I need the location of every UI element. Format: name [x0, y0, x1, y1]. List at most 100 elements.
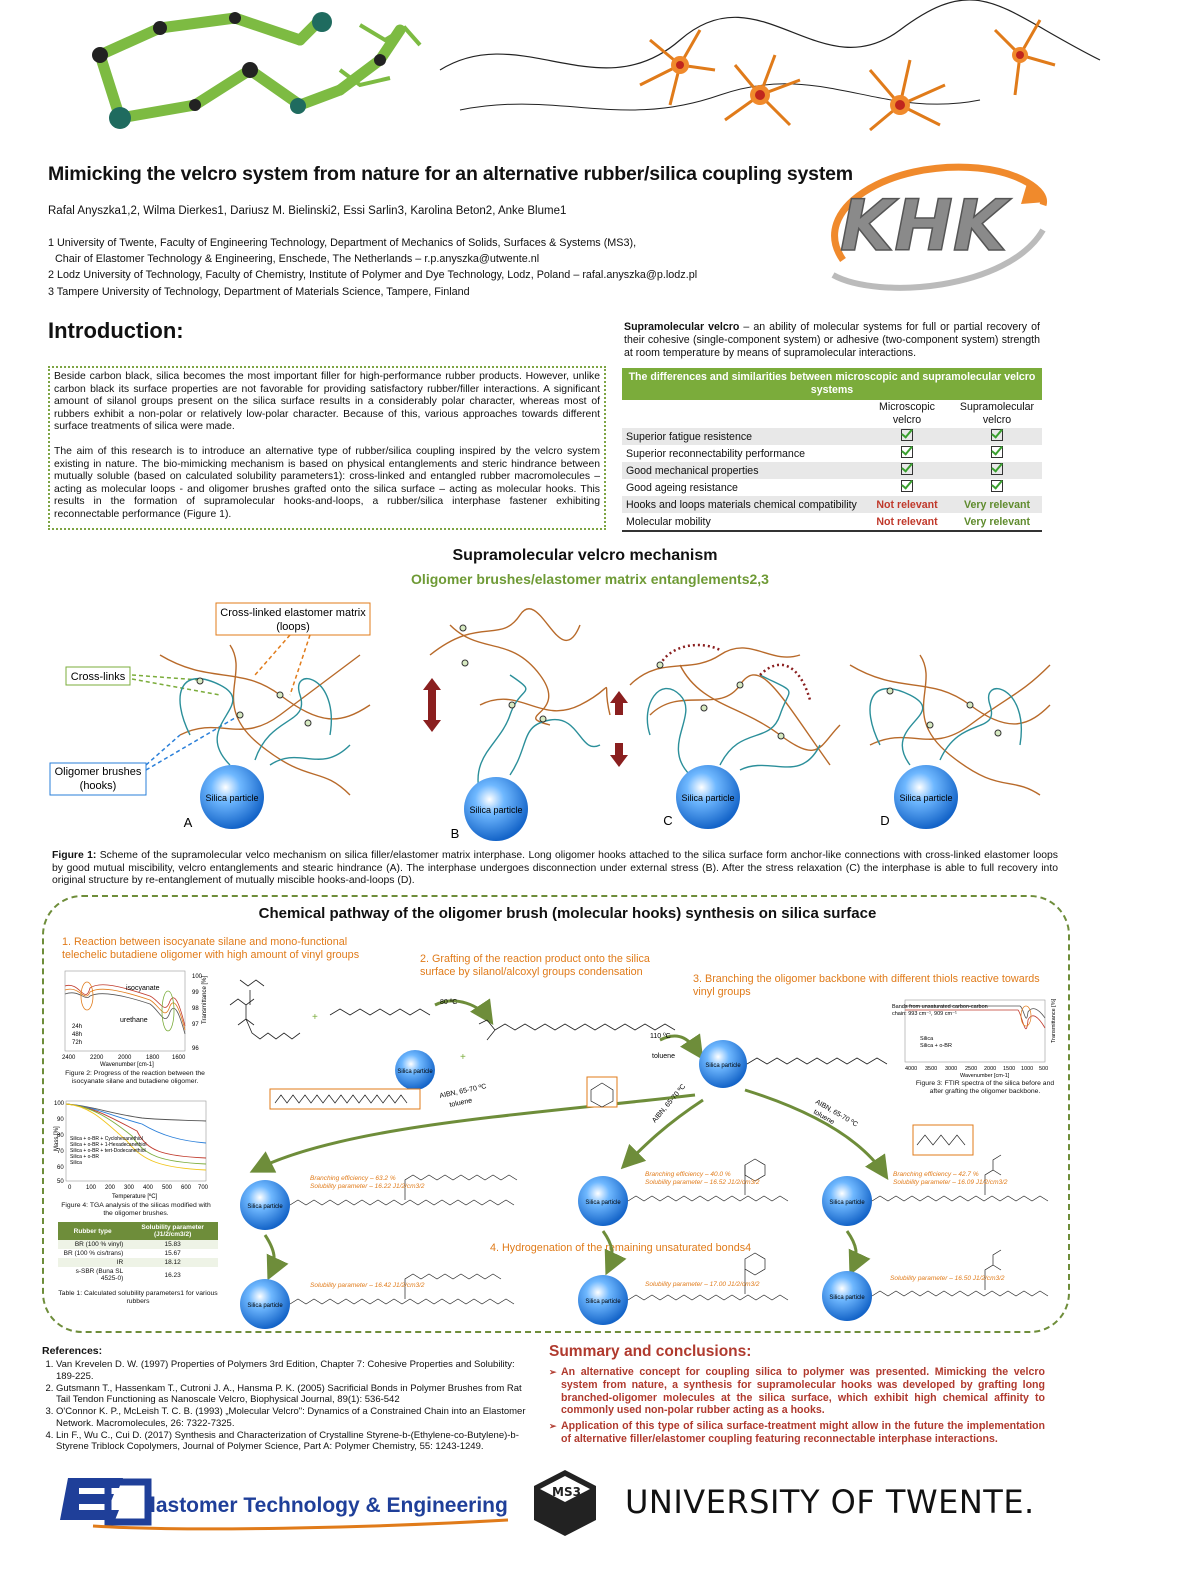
fig2-tick: 1800 — [146, 1055, 160, 1061]
particle-label: Silica particle — [585, 1299, 621, 1305]
fig2-tick: 100 — [192, 974, 203, 980]
fig2-legend-24h: 24h — [72, 1024, 82, 1030]
fig4-legend: Silica + o-BR + tert-Dodecanethiol — [70, 1148, 146, 1154]
label-brushes: Oligomer brushes — [55, 766, 142, 778]
affiliation-3: 3 Tampere University of Technology, Depa… — [48, 285, 470, 298]
fig2-legend-72h: 72h — [72, 1040, 82, 1046]
row-label: Superior reconnectability performance — [622, 445, 862, 462]
fig4-tick: 200 — [105, 1185, 116, 1191]
references: References: Van Krevelen D. W. (1997) Pr… — [42, 1345, 532, 1454]
fig4-tick: 300 — [124, 1185, 135, 1191]
summary: An alternative concept for coupling sili… — [549, 1366, 1045, 1449]
figure-2-caption: Figure 2: Progress of the reaction betwe… — [65, 1070, 205, 1085]
particle-label: Silica particle — [397, 1069, 433, 1075]
fig3-tick: 2500 — [965, 1066, 977, 1072]
summary-item: Application of this type of silica surfa… — [549, 1420, 1045, 1446]
fig4-legend: Silica + o-BR — [70, 1154, 99, 1160]
panel-label-c: C — [663, 813, 672, 828]
branch-efficiency-2: Branching efficiency – 40.0 % — [645, 1171, 731, 1178]
table-row: BR (100 % cis/trans)15.67 — [58, 1249, 218, 1258]
cell-supra: Very relevant — [952, 513, 1042, 532]
reference-item: O'Connor K. P., McLeish T. C. B. (1993) … — [56, 1406, 532, 1429]
fig4-tick: 70 — [57, 1149, 64, 1155]
checkbox-icon — [901, 480, 913, 492]
table-row: BR (100 % vinyl)15.83 — [58, 1240, 218, 1249]
solubility-3: Solubility parameter – 16.09 J1/2/cm3/2 — [893, 1179, 1008, 1186]
fig4-xlabel: Temperature [ºC] — [112, 1193, 158, 1200]
row-label: Superior fatigue resistence — [622, 428, 862, 445]
fig4-tick: 700 — [198, 1185, 209, 1191]
cell-micro: Not relevant — [862, 513, 952, 532]
reaction-scheme-top: + 80 ºC Silica particle + 110 ºC toluene… — [229, 979, 888, 1090]
summary-item: An alternative concept for coupling sili… — [549, 1366, 1045, 1417]
checkbox-icon — [901, 463, 913, 475]
fig3-tick: 3500 — [925, 1066, 937, 1072]
checkbox-icon — [991, 446, 1003, 458]
fig2-tick: 99 — [192, 990, 199, 996]
fig3-ylabel: Transmittance [%] — [1051, 998, 1057, 1043]
particle-label: Silica particle — [205, 793, 258, 803]
fig2-ylabel: Transmittance [%] — [202, 976, 208, 1024]
velcro-definition: Supramolecular velcro – an ability of mo… — [624, 321, 1040, 361]
fig3-xlabel: Wavenumber [cm-1] — [960, 1073, 1010, 1079]
table1-header: Rubber type — [73, 1227, 112, 1235]
ete-logo-text: lastomer Technology & Engineering — [150, 1494, 508, 1517]
label-matrix: Cross-linked elastomer matrix — [220, 607, 366, 619]
fig2-label-ure: urethane — [120, 1017, 148, 1024]
checkbox-icon — [901, 429, 913, 441]
fig4-tick: 400 — [143, 1185, 154, 1191]
table-row: Superior reconnectability performance — [622, 445, 1042, 462]
table-row: s-SBR (Buna SL 4525-0)16.23 — [58, 1267, 218, 1283]
checkbox-icon — [991, 463, 1003, 475]
reaction-scheme-bottom: AIBN, 65-70 ºC toluene AIBN, 65-70 ºC AI… — [240, 1076, 1049, 1329]
figure-1-text: Scheme of the supramolecular velco mecha… — [52, 850, 1058, 886]
label-hooks: (hooks) — [80, 780, 117, 792]
velcro-term: Supramolecular velcro — [624, 321, 740, 333]
affiliation-2: 2 Lodz University of Technology, Faculty… — [48, 269, 698, 282]
cell-micro: Not relevant — [862, 496, 952, 513]
table1-cell: s-SBR (Buna SL 4525-0) — [75, 1268, 124, 1282]
cond-110: 110 ºC — [650, 1033, 671, 1040]
reference-item: Van Krevelen D. W. (1997) Properties of … — [56, 1359, 532, 1382]
row-label: Molecular mobility — [622, 513, 862, 532]
table1-cell: IR — [116, 1259, 124, 1266]
panel-d: Silica particle D — [849, 654, 1051, 829]
fig4-tick: 100 — [54, 1101, 65, 1107]
label-matrix-loops: (loops) — [276, 621, 310, 633]
fig3-tick: 3000 — [945, 1066, 957, 1072]
particle-label: Silica particle — [469, 805, 522, 815]
figure-4-caption: Figure 4: TGA analysis of the silicas mo… — [61, 1202, 211, 1217]
affiliations: 1 University of Twente, Faculty of Engin… — [48, 235, 697, 300]
fig4-tick: 50 — [57, 1179, 64, 1185]
khk-logo: KHK — [831, 163, 1047, 291]
figure-3-spectrum: Bands from unsaturated carbon-carbon cha… — [892, 998, 1057, 1079]
fig3-tick: 1000 — [1021, 1066, 1033, 1072]
row-label: Hooks and loops materials chemical compa… — [622, 496, 862, 513]
header-banner — [92, 0, 1101, 132]
fig4-tick: 600 — [181, 1185, 192, 1191]
particle-label: Silica particle — [247, 1303, 283, 1309]
fig3-tick: 1500 — [1003, 1066, 1015, 1072]
solubility-after-2: Solubility parameter – 17.00 J1/2/cm3/2 — [645, 1281, 760, 1288]
table1-cell: 15.67 — [164, 1250, 181, 1257]
reference-item: Lin F., Wu C., Cui D. (2017) Synthesis a… — [56, 1430, 532, 1453]
fig3-note: Bands from unsaturated carbon-carbon — [892, 1004, 988, 1010]
particle-label: Silica particle — [681, 793, 734, 803]
fig2-tick: 96 — [192, 1046, 199, 1052]
step-3-label: 3. Branching the oligomer backbone with … — [693, 973, 1040, 998]
fig4-tick: 60 — [57, 1165, 64, 1171]
figure-4-tga: Silica + o-BR + Cyclohexanethiol Silica … — [54, 1100, 209, 1200]
fig2-tick: 2000 — [118, 1055, 132, 1061]
university-of-twente-logo: UNIVERSITY OF TWENTE. — [625, 1483, 1035, 1521]
step-1-label: 1. Reaction between isocyanate silane an… — [62, 936, 360, 961]
checkbox-icon — [901, 446, 913, 458]
particle-label: Silica particle — [899, 793, 952, 803]
authors: Rafal Anyszka1,2, Wilma Dierkes1, Darius… — [48, 205, 567, 217]
fig2-legend-48h: 48h — [72, 1032, 82, 1038]
introduction-paragraph-2: The aim of this research is to introduce… — [54, 445, 600, 520]
reference-item: Gutsmann T., Hassenkam T., Cutroni J. A.… — [56, 1383, 532, 1406]
introduction-box: Beside carbon black, silica becomes the … — [48, 366, 606, 530]
figure-2-spectrum: isocyanate urethane 24h 48h 72h 2400 220… — [62, 970, 208, 1068]
